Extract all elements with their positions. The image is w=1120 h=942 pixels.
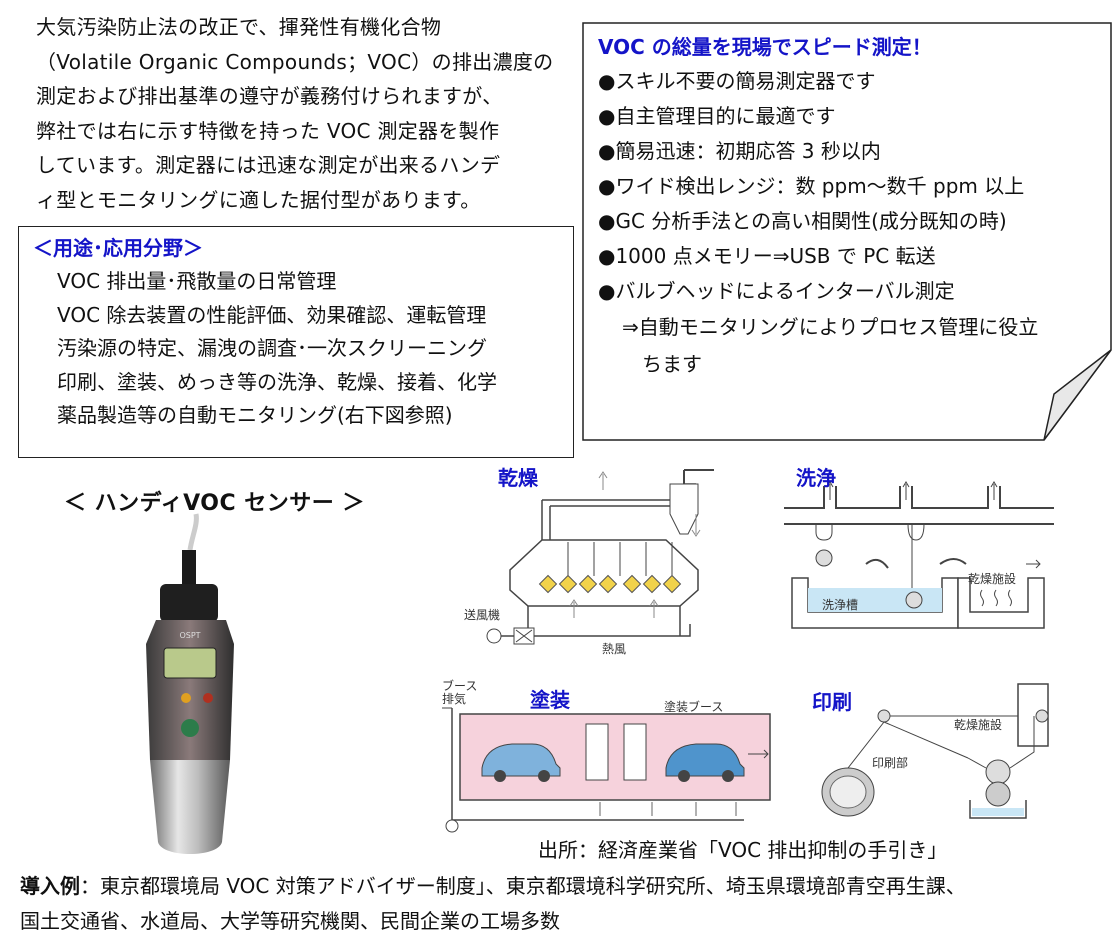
fan-label: 送風機 xyxy=(464,608,501,622)
probe-nozzle xyxy=(182,550,196,584)
washing-label: 洗浄 xyxy=(796,466,836,490)
application-item: 汚染源の特定、漏洩の調査･一次スクリーニング xyxy=(57,336,487,360)
device-button xyxy=(181,693,191,703)
features-title: VOC の総量を現場でスピード測定！ xyxy=(598,35,932,59)
application-item: 印刷、塗装、めっき等の洗浄、乾燥、接着、化学 xyxy=(57,369,497,394)
device-brand: OSPT xyxy=(179,631,200,640)
feature-item: ●自主管理目的に最適です xyxy=(598,104,836,128)
washing-dryer-label: 乾燥施設 xyxy=(968,572,1017,586)
callout-frame xyxy=(582,22,1112,441)
feature-item: ●スキル不要の簡易測定器です xyxy=(598,69,876,93)
washing-illustration xyxy=(784,481,1054,629)
application-item: 薬品製造等の自動モニタリング(右下図参照) xyxy=(57,403,453,427)
intro-line: 測定および排出基準の遵守が義務付けられますが、 xyxy=(36,84,503,108)
painting-label: 塗装 xyxy=(530,688,570,712)
source-caption: 出所：経済産業省「VOC 排出抑制の手引き」 xyxy=(538,838,948,862)
device-button xyxy=(181,719,199,737)
adoption-line: ：東京都環境局 VOC 対策アドバイザー制度」、東京都環境科学研究所、埼玉県環境… xyxy=(80,874,966,898)
intro-line: （Volatile Organic Compounds；VOC）の排出濃度の xyxy=(36,49,554,74)
feature-subnote-line: ちます xyxy=(642,352,702,376)
painting-diagram: 塗装 ブース 排気 塗装ブース xyxy=(438,678,772,838)
features-list: ●スキル不要の簡易測定器です ●自主管理目的に最適です ●簡易迅速：初期応答 3… xyxy=(598,64,1024,309)
device-button xyxy=(203,693,213,703)
feature-item: ●1000 点メモリー⇒USB で PC 転送 xyxy=(598,244,936,268)
intro-paragraph: 大気汚染防止法の改正で、揮発性有機化合物 （Volatile Organic C… xyxy=(36,10,576,217)
adoption-examples: 導入例：東京都環境局 VOC 対策アドバイザー制度」、東京都環境科学研究所、埼玉… xyxy=(20,869,1116,939)
printing-dryer-label: 乾燥施設 xyxy=(954,718,1003,732)
feature-subnote: ⇒自動モニタリングによりプロセス管理に役立 ちます xyxy=(622,309,1038,383)
feature-subnote-line: ⇒自動モニタリングによりプロセス管理に役立 xyxy=(622,315,1039,339)
application-item: VOC 除去装置の性能評価、効果確認、運転管理 xyxy=(57,302,487,327)
adoption-lead: 導入例 xyxy=(20,874,80,898)
painting-illustration xyxy=(442,707,771,833)
probe-tube xyxy=(187,513,199,551)
printing-diagram: 印刷 印刷部 乾燥施設 xyxy=(808,680,1078,830)
print-unit-label: 印刷部 xyxy=(872,756,909,770)
applications-box: ＜用途･応用分野＞ VOC 排出量･飛散量の日常管理 VOC 除去装置の性能評価… xyxy=(18,226,574,458)
drying-label: 乾燥 xyxy=(498,466,538,490)
intro-line: ィ型とモニタリングに適した据付型があります。 xyxy=(36,187,481,212)
washing-diagram: 洗浄 洗浄槽 乾燥施設 xyxy=(782,460,1060,650)
application-item: VOC 排出量･飛散量の日常管理 xyxy=(57,269,337,293)
printing-illustration xyxy=(821,683,1049,819)
device-grip xyxy=(150,760,230,854)
feature-item: ●簡易迅速：初期応答 3 秒以内 xyxy=(598,139,881,163)
applications-list: VOC 排出量･飛散量の日常管理 VOC 除去装置の性能評価、効果確認、運転管理… xyxy=(33,265,573,433)
feature-item: ●GC 分析手法との高い相関性(成分既知の時) xyxy=(598,209,1007,233)
hot-air-label: 熱風 xyxy=(602,642,627,656)
booth-exhaust-label: ブース 排気 xyxy=(442,679,478,706)
device-title: ＜ ハンディVOC センサー ＞ xyxy=(64,491,365,516)
drying-illustration xyxy=(486,469,714,645)
printing-label: 印刷 xyxy=(812,690,852,714)
device-lcd xyxy=(163,647,217,679)
applications-title: ＜用途･応用分野＞ xyxy=(33,236,203,260)
feature-item: ●ワイド検出レンジ：数 ppm～数千 ppm 以上 xyxy=(598,174,1025,198)
features-callout: VOC の総量を現場でスピード測定！ ●スキル不要の簡易測定器です ●自主管理目… xyxy=(582,22,1114,442)
device-body xyxy=(146,620,234,760)
intro-line: しています。測定器には迅速な測定が出来るハンデ xyxy=(36,153,501,177)
paint-booth-label: 塗装ブース xyxy=(664,700,724,714)
feature-item: ●バルブヘッドによるインターバル測定 xyxy=(598,279,955,303)
intro-line: 弊社では右に示す特徴を持った VOC 測定器を製作 xyxy=(36,118,500,143)
drying-diagram: 乾燥 送風機 熱風 xyxy=(458,460,720,670)
adoption-line: 国土交通省、水道局、大学等研究機関、民間企業の工場多数 xyxy=(20,909,560,933)
handy-voc-sensor-image: OSPT xyxy=(146,513,234,854)
intro-line: 大気汚染防止法の改正で、揮発性有機化合物 xyxy=(36,15,442,39)
washing-tank-label: 洗浄槽 xyxy=(822,598,859,612)
